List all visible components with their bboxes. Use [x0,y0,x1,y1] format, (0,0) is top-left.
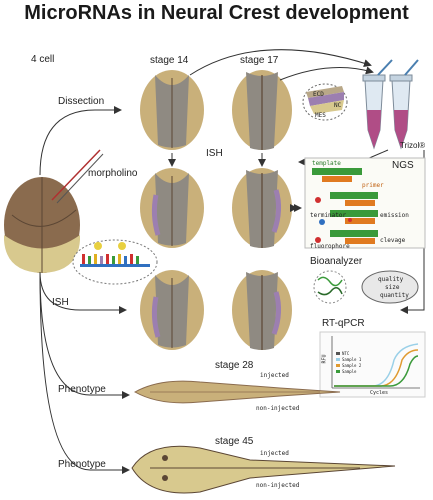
label-terminator: terminator [310,212,347,219]
qpcr-legend-2: Sample 2 [342,363,362,368]
label-template: template [312,160,341,167]
label-morpholino: morpholino [88,168,138,179]
injection-needle [51,149,104,204]
page-title: MicroRNAs in Neural Crest development [24,2,409,24]
label-ish-left: ISH [52,297,69,308]
qpcr-legend-3: Sample [342,369,357,374]
stage45-tadpole [131,445,396,494]
label-trizol: Trizol® [400,141,426,150]
label-ngs: NGS [392,160,414,171]
label-stage45: stage 45 [215,436,254,447]
label-dissection: Dissection [58,96,105,107]
stage14-embryo-bot [140,270,204,350]
label-quality: quality [378,276,404,283]
stage17-embryo-bot [232,270,292,350]
to-tubes-arrows [189,49,374,81]
label-ish-top: ISH [206,148,223,159]
label-fluorophore: fluorophore [310,243,350,250]
stage14-embryo-top [140,70,204,150]
label-bioanalyzer: Bioanalyzer [310,256,363,267]
qpcr-xlabel: Cycles [370,390,389,396]
label-mes: MES [315,112,326,119]
eppendorf-tubes [362,59,419,150]
label-quantity: quantity [380,292,409,299]
label-cleavage: clevage [380,237,406,244]
four-cell-embryo [4,177,80,273]
label-four-cell: 4 cell [31,54,55,65]
label-stage14: stage 14 [150,55,189,66]
label-stage17: stage 17 [240,55,279,66]
label-noninjected-28: non-injected [256,405,300,412]
ngs-panel [304,157,426,249]
qpcr-panel [319,331,426,398]
label-rtqpcr: RT-qPCR [322,318,365,329]
label-emission: emission [380,212,409,219]
branch-arrows [39,106,130,474]
qpcr-legend-0: NTC [342,351,350,356]
stage28-tadpole [133,380,341,404]
qpcr-ylabel: RFU [321,354,328,364]
label-phenotype-1: Phenotype [58,384,106,395]
stage17-embryo-top [232,70,292,150]
tissue-layers-inset [302,83,348,121]
label-size: size [385,284,400,291]
label-injected-28: injected [260,372,289,379]
label-stage28: stage 28 [215,360,254,371]
label-ecd: ECD [313,91,324,98]
qpcr-legend-1: Sample 1 [342,357,362,362]
label-injected-45: injected [260,450,289,457]
label-noninjected-45: non-injected [256,482,300,489]
stage17-embryo-mid [232,168,292,248]
label-phenotype-2: Phenotype [58,459,106,470]
label-primer: primer [362,182,384,189]
stage14-embryo-mid [140,168,204,248]
label-nc: NC [334,102,342,109]
bioanalyzer-panel [313,270,419,304]
morpholino-inset [72,239,158,285]
ish-arrows [168,153,266,167]
